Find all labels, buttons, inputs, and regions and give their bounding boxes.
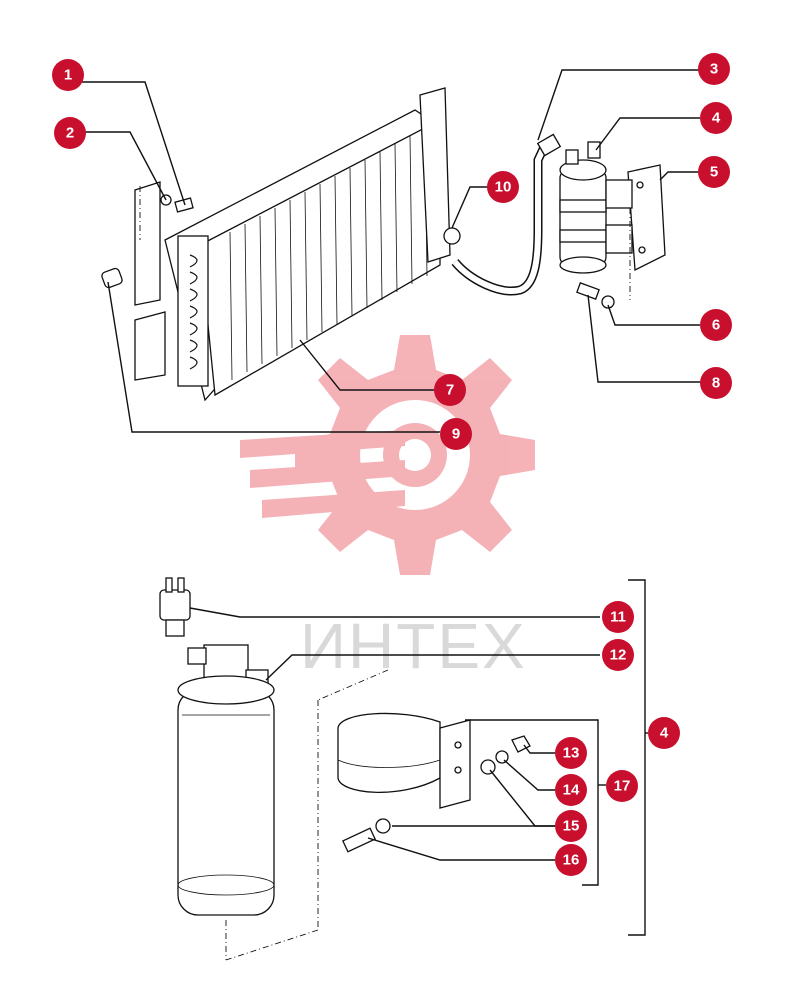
bushing-9 — [101, 267, 123, 289]
svg-text:11: 11 — [610, 609, 626, 626]
callout-5: 5 — [698, 156, 730, 188]
svg-text:1: 1 — [64, 67, 72, 84]
callout-11: 11 — [602, 601, 634, 633]
bottom-leaders — [189, 579, 648, 961]
callout-16: 16 — [555, 844, 587, 876]
callout-4-top: 4 — [700, 102, 732, 134]
receiver-drier-canister — [177, 675, 275, 916]
svg-text:7: 7 — [446, 382, 454, 399]
condenser-fins — [229, 127, 428, 381]
bracket-5 — [605, 164, 666, 272]
washer-15 — [375, 759, 496, 834]
callout-4-bottom: 4 — [648, 717, 680, 749]
top-leaders — [82, 69, 700, 433]
svg-text:8: 8 — [712, 375, 720, 392]
callout-9: 9 — [440, 418, 472, 450]
callout-14: 14 — [555, 774, 587, 806]
callout-6: 6 — [700, 309, 732, 341]
callout-12: 12 — [602, 639, 634, 671]
clamp-bracket — [337, 712, 471, 809]
svg-text:16: 16 — [563, 852, 580, 869]
callout-2: 2 — [54, 117, 86, 149]
callout-13: 13 — [555, 737, 587, 769]
hose-line — [443, 133, 562, 296]
bolt-16 — [342, 827, 376, 853]
watermark-logo — [240, 335, 535, 575]
callout-15: 15 — [555, 810, 587, 842]
callout-8: 8 — [700, 367, 732, 399]
svg-text:17: 17 — [614, 778, 631, 795]
svg-text:6: 6 — [712, 317, 720, 334]
callout-17: 17 — [606, 770, 638, 802]
svg-text:10: 10 — [495, 179, 512, 196]
svg-text:4: 4 — [660, 725, 669, 742]
svg-text:15: 15 — [563, 818, 580, 835]
svg-text:14: 14 — [563, 782, 580, 799]
pressure-switch-11 — [159, 577, 191, 637]
callout-1: 1 — [52, 59, 84, 91]
callout-3: 3 — [698, 53, 730, 85]
watermark-text: ИНТЕХ — [300, 610, 527, 682]
condenser-tube-bends — [189, 254, 198, 370]
svg-text:3: 3 — [710, 61, 718, 78]
svg-text:4: 4 — [712, 110, 721, 127]
svg-text:13: 13 — [563, 745, 580, 762]
bolt-8 — [576, 282, 600, 300]
watermark-gear — [295, 335, 535, 575]
receiver-drier-top — [559, 141, 607, 274]
svg-text:5: 5 — [710, 164, 718, 181]
svg-text:12: 12 — [610, 647, 627, 664]
svg-text:2: 2 — [66, 125, 74, 142]
condenser — [134, 87, 451, 402]
svg-text:9: 9 — [452, 426, 460, 443]
callout-7: 7 — [434, 374, 466, 406]
washer-6 — [601, 295, 615, 309]
callout-10: 10 — [487, 171, 519, 203]
